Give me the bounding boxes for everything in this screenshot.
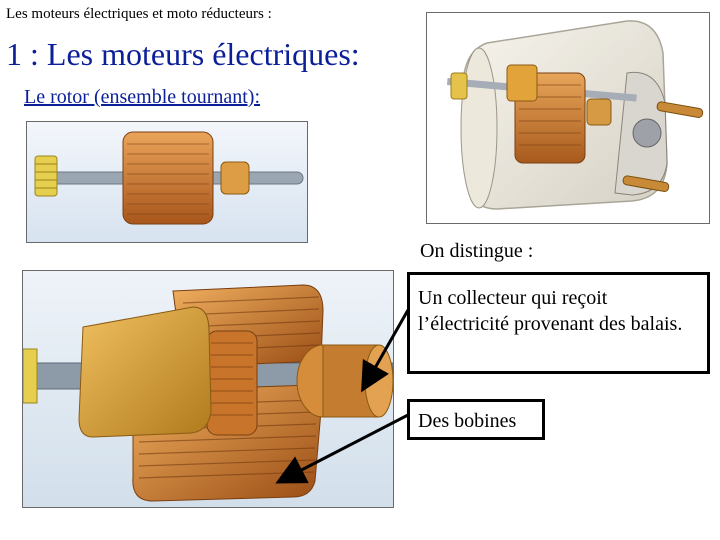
arrow-to-bobines [286, 415, 408, 478]
arrow-to-collecteur [367, 310, 408, 382]
